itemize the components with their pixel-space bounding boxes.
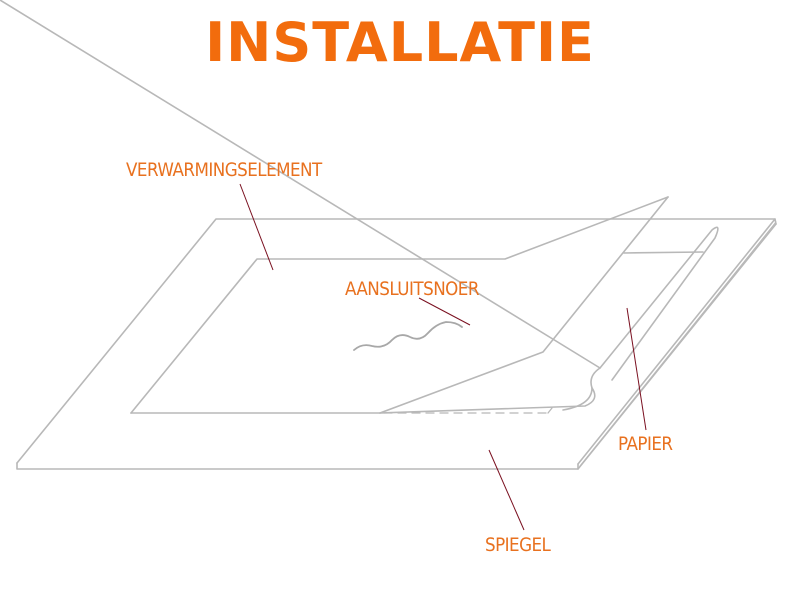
heating-element (130, 196, 669, 414)
label-mirror: SPIEGEL (485, 534, 551, 556)
label-paper: PAPIER (618, 433, 673, 455)
leader-connection-cord (418, 297, 471, 326)
connection-cord (353, 321, 463, 351)
label-heating-element: VERWARMINGSELEMENT (126, 159, 322, 181)
label-connection-cord: AANSLUITSNOER (345, 278, 479, 300)
page-title: INSTALLATIE (205, 11, 595, 74)
paper-sheet (0, 0, 719, 414)
leader-lines (239, 183, 647, 531)
mirror-slab (16, 218, 777, 470)
leader-mirror (488, 449, 525, 531)
leader-heating-element (239, 183, 274, 271)
leader-paper (626, 307, 647, 431)
